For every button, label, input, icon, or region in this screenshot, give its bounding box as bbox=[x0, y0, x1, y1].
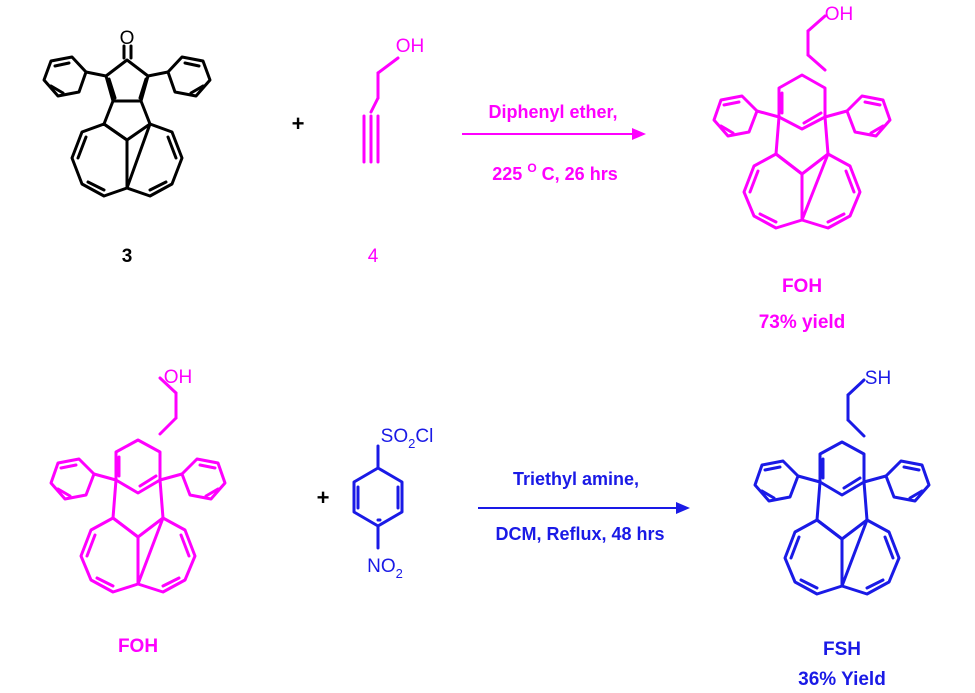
compound-4-structure bbox=[362, 56, 400, 164]
product-fsh-structure bbox=[753, 378, 931, 596]
reactant-foh-hydroxyl-label: OH bbox=[164, 367, 193, 388]
nitro-group-label: NO2 bbox=[367, 556, 403, 581]
reaction1-conditions-top: Diphenyl ether, bbox=[488, 102, 617, 122]
compound-4-label: 4 bbox=[368, 246, 379, 267]
product-foh-yield: 73% yield bbox=[759, 312, 846, 333]
product-foh-hydroxyl-label: OH bbox=[825, 4, 854, 25]
degree-superscript: O bbox=[527, 161, 536, 175]
product-foh-label: FOH bbox=[782, 276, 822, 297]
product-fsh-label: FSH bbox=[823, 639, 861, 660]
product-foh-structure bbox=[712, 14, 892, 230]
plus-sign-2: + bbox=[317, 485, 330, 510]
compound-3-label: 3 bbox=[122, 246, 133, 267]
plus-sign-1: + bbox=[292, 111, 305, 136]
product-fsh-thiol-label: SH bbox=[865, 368, 891, 389]
sulfonyl-chloride-group-label: SO2Cl bbox=[381, 426, 434, 451]
reactant-foh-label: FOH bbox=[118, 636, 158, 657]
reaction2-arrow bbox=[478, 502, 690, 514]
reactant-foh-structure bbox=[49, 376, 227, 594]
reaction1-arrow bbox=[462, 128, 646, 140]
reaction2-conditions-top: Triethyl amine, bbox=[513, 469, 639, 489]
compound-3-carbonyl-label: O bbox=[120, 28, 135, 49]
nosyl-chloride-structure bbox=[352, 444, 404, 550]
compound-4-hydroxyl-label: OH bbox=[396, 36, 425, 57]
reaction2-conditions-bottom: DCM, Reflux, 48 hrs bbox=[495, 524, 664, 544]
compound-3-structure bbox=[42, 44, 212, 198]
product-fsh-yield: 36% Yield bbox=[798, 669, 886, 690]
reaction1-conditions-bottom: 225 O C, 26 hrs bbox=[492, 161, 617, 184]
